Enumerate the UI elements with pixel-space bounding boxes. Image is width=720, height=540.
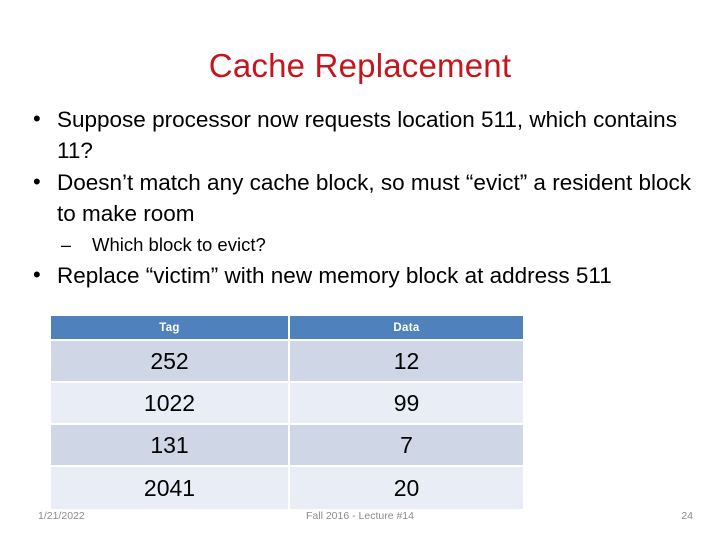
bullet-text: Suppose processor now requests location … (57, 107, 677, 163)
cell-tag: 2041 (51, 467, 290, 509)
column-header-data: Data (290, 316, 523, 341)
cell-tag: 131 (51, 425, 290, 467)
footer-slide-number: 24 (681, 510, 693, 522)
bullet-item-2: • Doesn’t match any cache block, so must… (24, 167, 704, 229)
footer-center-text: Fall 2016 - Lecture #14 (306, 510, 414, 522)
table-row: 1022 99 (51, 383, 523, 425)
cell-data: 99 (290, 383, 523, 425)
bullet-list: • Suppose processor now requests locatio… (24, 104, 704, 292)
bullet-text: Which block to evict? (92, 234, 266, 255)
table-header-row: Tag Data (51, 316, 523, 341)
bullet-item-1: • Suppose processor now requests locatio… (24, 104, 704, 166)
table-row: 131 7 (51, 425, 523, 467)
bullet-text: Replace “victim” with new memory block a… (57, 263, 612, 288)
table-row: 252 12 (51, 341, 523, 383)
cell-data: 20 (290, 467, 523, 509)
cell-data: 12 (290, 341, 523, 383)
cell-data: 7 (290, 425, 523, 467)
bullet-marker: • (33, 169, 41, 194)
bullet-marker: • (33, 106, 41, 131)
cell-tag: 1022 (51, 383, 290, 425)
bullet-item-4: • Replace “victim” with new memory block… (24, 260, 704, 291)
bullet-marker: • (33, 262, 41, 287)
table-row: 2041 20 (51, 467, 523, 509)
page-title: Cache Replacement (208, 47, 512, 84)
bullet-marker-dash: – (61, 235, 72, 255)
cache-table: Tag Data 252 12 1022 99 131 7 2041 20 (51, 316, 523, 509)
cell-tag: 252 (51, 341, 290, 383)
footer-date: 1/21/2022 (38, 510, 85, 522)
bullet-item-3: – Which block to evict? (24, 230, 704, 260)
column-header-tag: Tag (51, 316, 290, 341)
bullet-text: Doesn’t match any cache block, so must “… (57, 170, 692, 226)
